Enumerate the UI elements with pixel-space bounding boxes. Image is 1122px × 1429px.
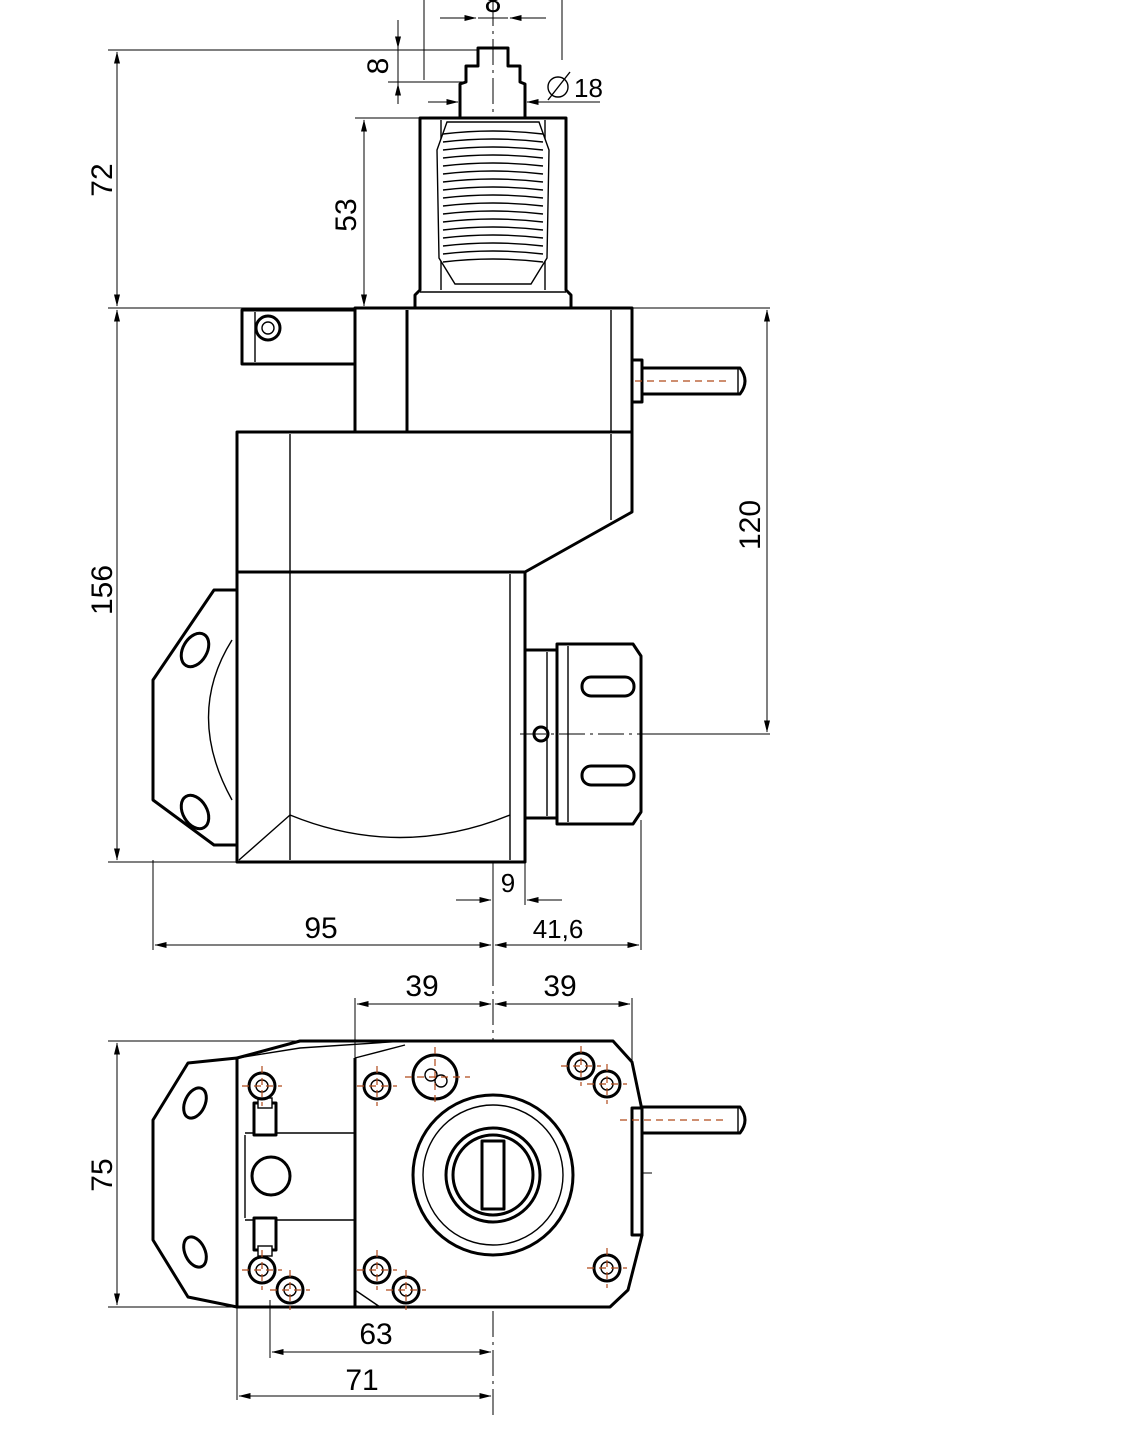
dim-120: 120: [734, 500, 767, 550]
top-coolant-base: [630, 1106, 644, 1237]
top-flange-hole-bottom-icon: [182, 1235, 208, 1269]
dim-18: 18: [574, 73, 603, 103]
top-bevel-inner: [354, 1044, 406, 1059]
upper-housing: [353, 306, 634, 434]
top-bevel-bottom: [354, 1289, 381, 1308]
dim-75: 75: [86, 1158, 119, 1191]
thread-rib: [442, 250, 544, 255]
top-bevel-line: [236, 1040, 406, 1059]
spindle-outer-ring-icon: [411, 1093, 575, 1257]
coolant-port-hole-b: [434, 1074, 448, 1088]
coolant-port-hole-a: [424, 1068, 438, 1082]
screw-icon: [270, 1270, 310, 1310]
dim-95: 95: [304, 912, 337, 945]
dim-53: 53: [330, 198, 363, 231]
thread-rib: [442, 138, 544, 143]
top-clamp-screw-icon: [250, 1155, 292, 1197]
collet-key-icon: [480, 1139, 506, 1211]
dim-63: 63: [359, 1318, 392, 1351]
thread-rib: [442, 170, 544, 175]
screw-icon: [357, 1250, 397, 1290]
screw-icon: [386, 1270, 426, 1310]
clamp-screw-core: [261, 321, 275, 335]
screw-icon: [242, 1250, 282, 1290]
dim-top-small: 8: [485, 0, 502, 19]
thread-rib: [442, 162, 544, 167]
thread-rib: [442, 234, 544, 239]
mounting-screws: [242, 1046, 627, 1310]
thread-rib: [442, 258, 544, 263]
dim-71: 71: [345, 1364, 378, 1397]
thread-rib: [442, 146, 544, 151]
screw-icon: [587, 1064, 627, 1104]
dim-39-right: 39: [543, 970, 576, 1003]
diameter-symbol-icon: [547, 71, 571, 101]
thread-rib: [442, 242, 544, 247]
flange-hole-top-icon: [179, 631, 211, 669]
top-left-flange: [151, 1056, 239, 1309]
thread-ribs: [442, 130, 544, 263]
screw-icon: [357, 1066, 397, 1106]
dim-8: 8: [362, 58, 395, 75]
front-view: [151, 0, 747, 960]
dim-41-6: 41,6: [533, 914, 584, 944]
screw-icon: [242, 1066, 282, 1106]
collet-ring-icon: [444, 1126, 542, 1224]
thread-rib: [442, 186, 544, 191]
screw-icon: [561, 1046, 601, 1086]
thread-rib: [442, 218, 544, 223]
spindle-inner-ring: [422, 1104, 564, 1246]
flange-hole-bottom-icon: [179, 793, 211, 831]
top-flange-hole-top-icon: [182, 1086, 208, 1120]
thread-rib: [442, 226, 544, 231]
front-dimensions: 72 156 53 8 8 18 120 9 95: [86, 0, 770, 950]
left-flange: [151, 588, 239, 847]
dim-9: 9: [501, 868, 515, 898]
collet-bore-icon: [451, 1133, 535, 1217]
top-housing: [235, 1039, 644, 1309]
clamp-bolt-bottom: [252, 1216, 278, 1252]
thread-rib: [442, 210, 544, 215]
nut-slot-top-icon: [580, 675, 636, 698]
thread-rib: [442, 194, 544, 199]
coolant-pin: [640, 366, 747, 396]
top-view: [151, 960, 747, 1420]
dim-72: 72: [86, 163, 119, 196]
housing-bottom-curve: [238, 814, 511, 861]
thread-rib: [442, 178, 544, 183]
thread-rib: [442, 130, 544, 135]
clamp-bolt-bottom-head: [257, 1245, 273, 1257]
thread-rib: [442, 202, 544, 207]
thread-rib: [442, 154, 544, 159]
clamp-bracket: [240, 308, 357, 366]
dim-39-left: 39: [405, 970, 438, 1003]
top-dimensions: 39 39 75 63 71: [86, 970, 633, 1400]
dim-156: 156: [86, 565, 119, 615]
flange-curve: [207, 639, 233, 801]
screw-icon: [587, 1248, 627, 1288]
clamp-screw-icon: [254, 314, 282, 342]
nut-slot-bottom-icon: [580, 764, 636, 787]
